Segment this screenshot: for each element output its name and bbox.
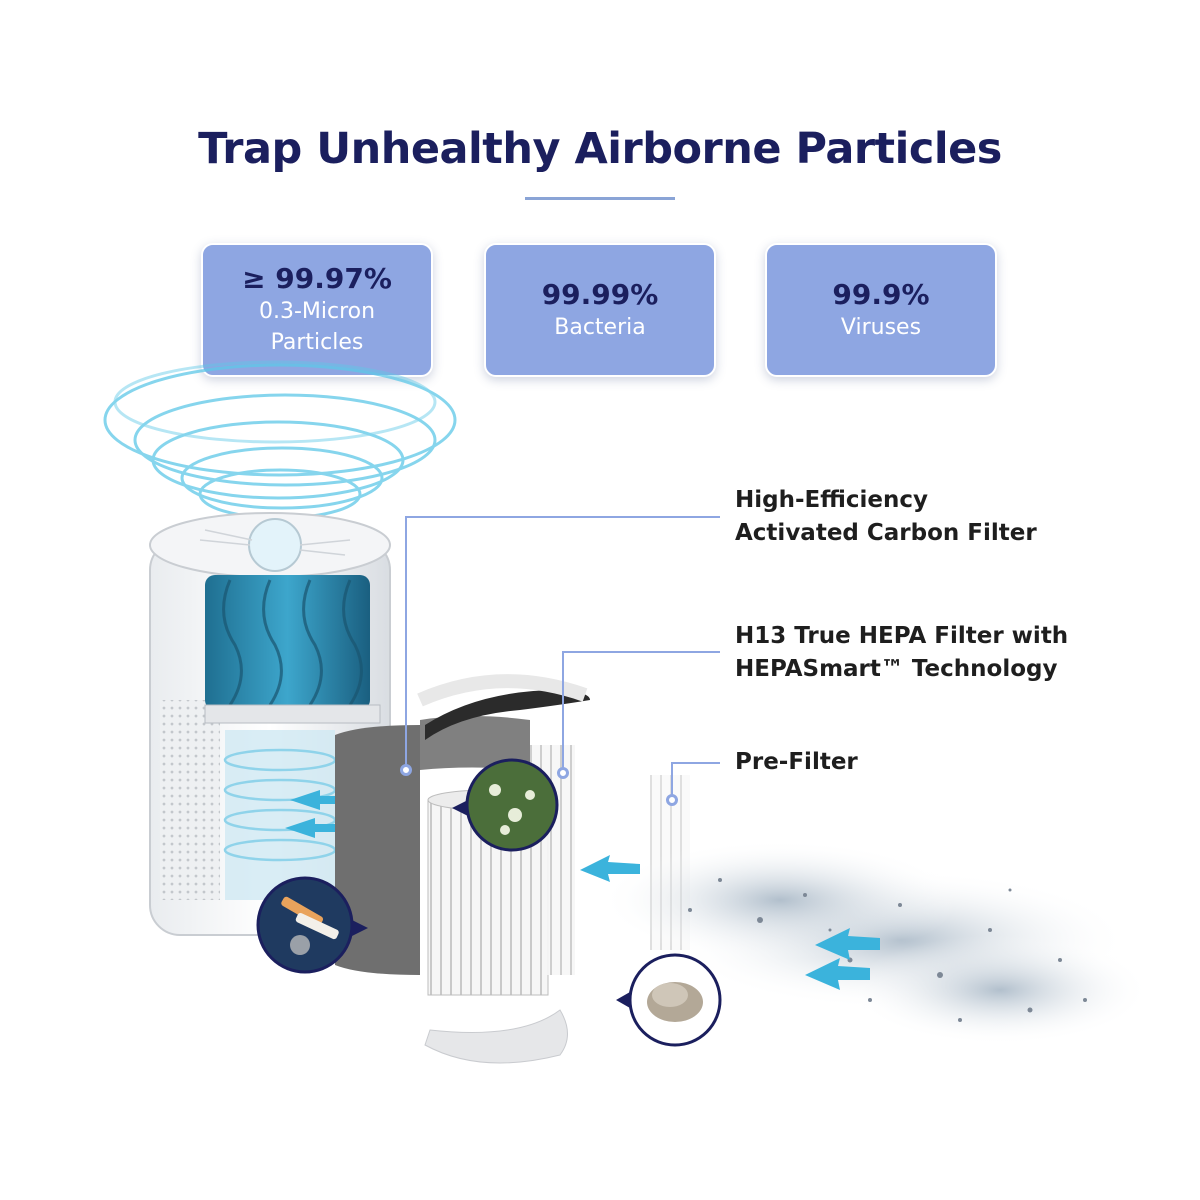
hepa-leader-v: [562, 651, 564, 769]
airflow-arrow-icon: [580, 855, 880, 990]
stat-value: ≥ 99.97%: [242, 262, 392, 295]
pre-leader-dot: [666, 794, 678, 806]
stat-value: 99.99%: [541, 277, 659, 311]
cigarette-smoke-icon: [256, 876, 368, 974]
stat-label: Viruses: [840, 314, 922, 340]
pre-leader-h: [671, 762, 720, 764]
callout-carbon-filter: High-Efficiency Activated Carbon Filter: [735, 487, 1037, 546]
stat-label: 0.3-Micron: [258, 299, 376, 324]
hepa-leader-dot: [557, 767, 569, 779]
carbon-leader-v: [405, 516, 407, 766]
stat-value: 99.9%: [832, 277, 930, 311]
callout-hepa-filter: H13 True HEPA Filter with HEPASmart™ Tec…: [735, 623, 1069, 682]
swirl-air-icon: [103, 360, 457, 520]
page-title: Trap Unhealthy Airborne Particles: [198, 124, 1002, 174]
callout-pre-filter: Pre-Filter: [735, 749, 858, 775]
airflow-arrow-icon: [285, 790, 340, 838]
stat-label: Particles: [270, 330, 364, 355]
hepa-leader-h: [562, 651, 720, 653]
pre-leader-v: [671, 762, 673, 796]
dust-icon: [616, 953, 722, 1047]
pollen-icon: [452, 758, 559, 852]
stat-label: Bacteria: [554, 314, 646, 340]
stat-card-viruses: 99.9% Viruses: [765, 243, 997, 377]
carbon-filter: [335, 716, 530, 975]
stat-card-bacteria: 99.99% Bacteria: [484, 243, 716, 377]
carbon-leader-h: [405, 516, 720, 518]
carbon-leader-dot: [400, 764, 412, 776]
stat-card-particles: ≥ 99.97% 0.3-Micron Particles: [201, 243, 433, 377]
purifier-unit: [149, 512, 391, 936]
dust-stream: [580, 840, 1150, 1045]
title-underline: [525, 197, 675, 200]
